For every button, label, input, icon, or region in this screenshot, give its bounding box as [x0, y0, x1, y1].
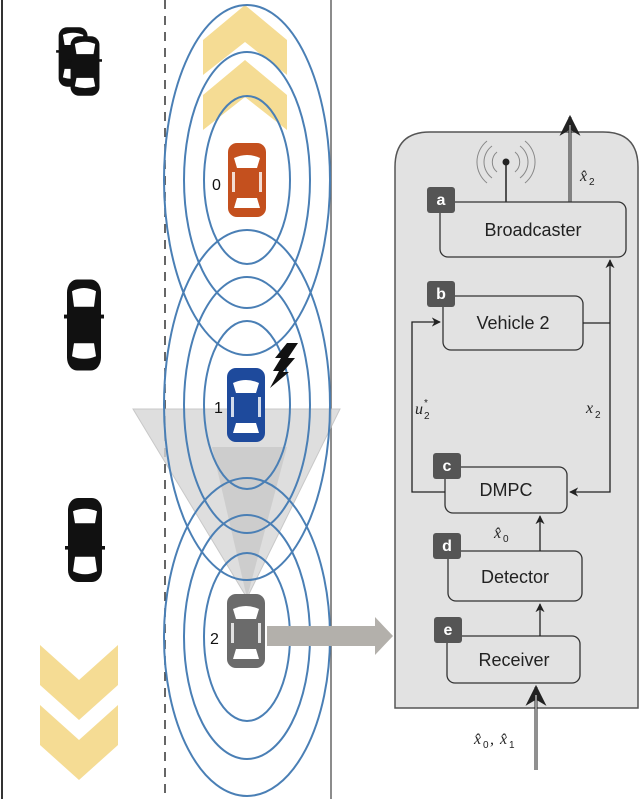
label-state: x 2	[585, 400, 601, 421]
label-detected: x̂ 0	[493, 525, 509, 545]
detected-symbol: x̂	[493, 525, 501, 542]
block-detector: Detector	[447, 550, 583, 602]
badge-c-text: c	[443, 458, 452, 475]
vehicle-2-label: 2	[210, 631, 219, 648]
block-detector-label: Detector	[481, 567, 549, 587]
vehicle-0-label: 0	[212, 177, 221, 194]
data-flow-arrow	[267, 617, 393, 655]
antenna-icon	[476, 140, 536, 202]
control-symbol: u	[415, 401, 423, 418]
label-received: x̂ 0 , x̂ 1	[473, 731, 515, 751]
received-a-symbol: x̂	[473, 731, 481, 748]
received-b-sub: 1	[509, 740, 515, 751]
badge-e: e	[434, 617, 462, 643]
chevron-down-icon	[40, 645, 118, 780]
block-dmpc: DMPC	[444, 466, 568, 514]
comm-rings-vehicle-0	[163, 4, 331, 356]
badge-b: b	[427, 281, 455, 307]
vehicle-2-car-icon	[227, 594, 265, 668]
control-sup: *	[424, 398, 428, 409]
state-symbol: x	[585, 400, 593, 417]
traffic-car-icon	[65, 498, 105, 582]
detected-sub: 0	[503, 534, 509, 545]
block-broadcaster-label: Broadcaster	[484, 220, 581, 240]
control-signal-line	[411, 317, 445, 493]
block-dmpc-label: DMPC	[480, 480, 533, 500]
block-vehicle-label: Vehicle 2	[476, 313, 549, 333]
badge-c: c	[433, 453, 461, 479]
vehicle-1-car-icon	[227, 368, 265, 442]
badge-a-text: a	[437, 192, 446, 209]
badge-e-text: e	[444, 622, 453, 639]
block-receiver: Receiver	[446, 635, 581, 684]
broadcast-out-sub: 2	[589, 177, 595, 188]
badge-d-text: d	[442, 538, 452, 555]
state-to-dmpc	[569, 323, 611, 497]
received-separator: ,	[490, 731, 494, 748]
lightning-icon	[270, 343, 298, 388]
block-vehicle: Vehicle 2	[442, 295, 584, 351]
block-broadcaster: Broadcaster	[439, 201, 627, 258]
badge-b-text: b	[436, 286, 446, 303]
broadcast-out-symbol: x̂	[579, 168, 587, 185]
comm-rings-vehicle-1	[163, 229, 331, 581]
received-b-symbol: x̂	[499, 731, 507, 748]
control-sub: 2	[424, 411, 430, 422]
block-receiver-label: Receiver	[478, 650, 549, 670]
traffic-car-icon	[64, 279, 104, 371]
badge-d: d	[433, 533, 461, 559]
state-sub: 2	[595, 410, 601, 421]
vehicle-1-label: 1	[214, 400, 223, 417]
label-broadcast-out: x̂ 2	[579, 168, 595, 188]
vehicle-0-car-icon	[228, 143, 266, 217]
traffic-car-icon	[68, 36, 102, 96]
label-control: u 2 *	[415, 398, 430, 422]
badge-a: a	[427, 187, 455, 213]
sensor-cone-narrow	[212, 447, 287, 598]
received-a-sub: 0	[483, 740, 489, 751]
